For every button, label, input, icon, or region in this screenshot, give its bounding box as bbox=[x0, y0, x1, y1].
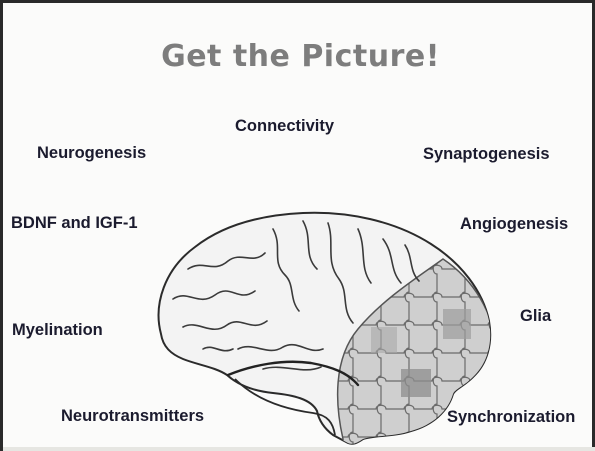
bottom-rule bbox=[3, 447, 595, 451]
slide-title: Get the Picture! bbox=[3, 39, 595, 74]
term-glia: Glia bbox=[520, 307, 551, 326]
term-neurogenesis: Neurogenesis bbox=[37, 144, 146, 163]
term-synaptogenesis: Synaptogenesis bbox=[423, 145, 550, 164]
term-myelination: Myelination bbox=[12, 321, 103, 340]
term-connectivity: Connectivity bbox=[235, 117, 334, 136]
term-bdnf-igf1: BDNF and IGF-1 bbox=[11, 214, 138, 233]
brain-puzzle-icon bbox=[143, 199, 495, 449]
